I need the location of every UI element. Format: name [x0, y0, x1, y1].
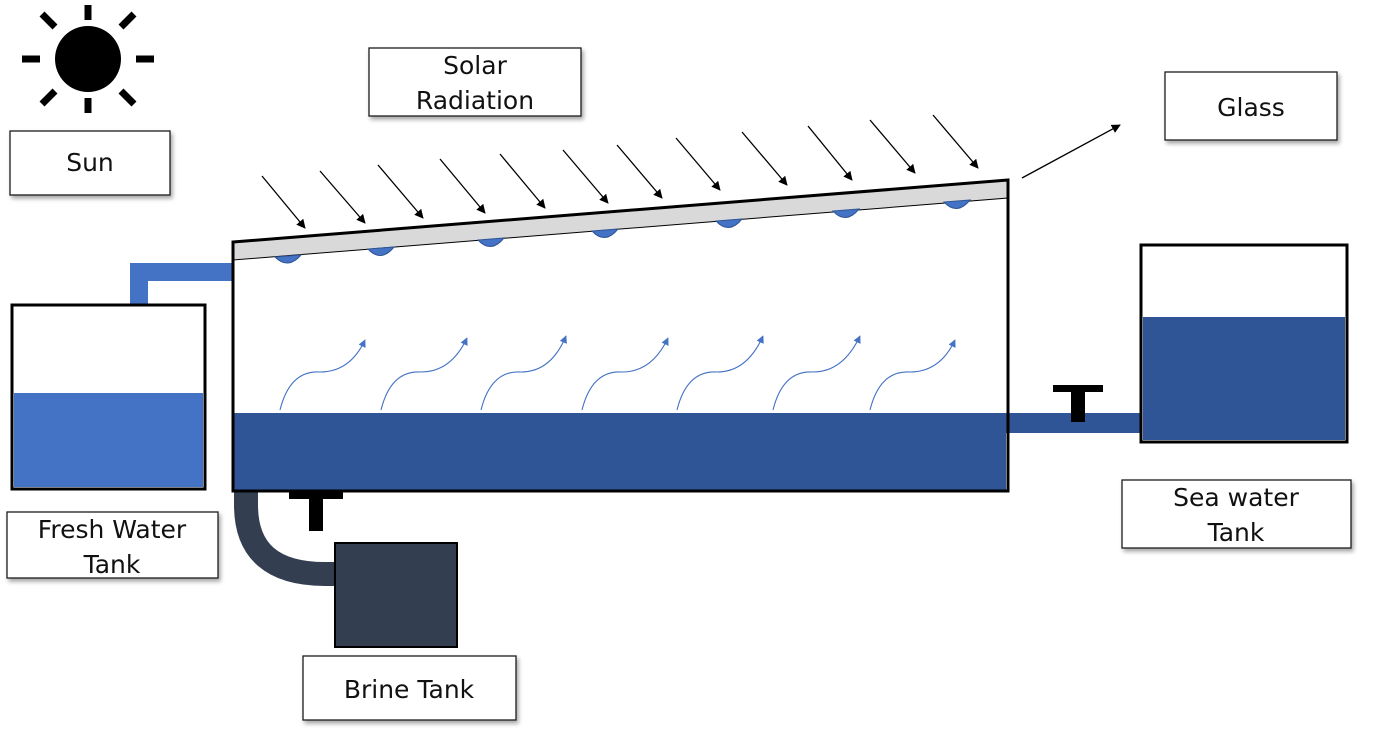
- brine-valve: [289, 492, 343, 531]
- svg-text:Tank: Tank: [1207, 518, 1265, 547]
- solar-radiation-arrows: [261, 114, 979, 229]
- brine-tank: [334, 542, 458, 648]
- svg-text:Sea water: Sea water: [1173, 483, 1299, 512]
- brine-pipe: [234, 492, 340, 586]
- fresh-water-pipe: [130, 263, 233, 312]
- sun-icon: [22, 5, 154, 113]
- svg-text:Tank: Tank: [83, 550, 141, 579]
- svg-text:Brine Tank: Brine Tank: [344, 675, 475, 704]
- svg-text:Radiation: Radiation: [416, 86, 534, 115]
- condensation-droplets: [273, 199, 972, 264]
- fresh-water-level: [14, 393, 203, 487]
- sun-label: Sun: [9, 130, 171, 196]
- fresh-water-tank: [10, 303, 207, 491]
- sea-water-pipe: [1006, 413, 1144, 433]
- glass-label: Glass: [1164, 71, 1338, 141]
- sea-water-level: [1143, 317, 1345, 440]
- glass-pointer-arrow: [1021, 124, 1121, 179]
- solar-still-basin: [231, 178, 1010, 493]
- svg-text:Solar: Solar: [443, 51, 507, 80]
- basin-water: [234, 413, 1006, 491]
- sea-water-tank-label: Sea water Tank: [1121, 479, 1352, 549]
- solar-radiation-label: Solar Radiation: [368, 47, 582, 117]
- fresh-water-tank-label: Fresh Water Tank: [6, 511, 219, 579]
- brine-tank-label: Brine Tank: [302, 655, 517, 721]
- sea-water-tank: [1139, 243, 1349, 444]
- sea-water-valve: [1053, 385, 1103, 422]
- glass-cover: [232, 179, 1009, 261]
- evaporation-arrows: [279, 335, 956, 411]
- svg-text:Sun: Sun: [66, 148, 114, 177]
- svg-text:Fresh Water: Fresh Water: [38, 515, 187, 544]
- svg-text:Glass: Glass: [1217, 93, 1285, 122]
